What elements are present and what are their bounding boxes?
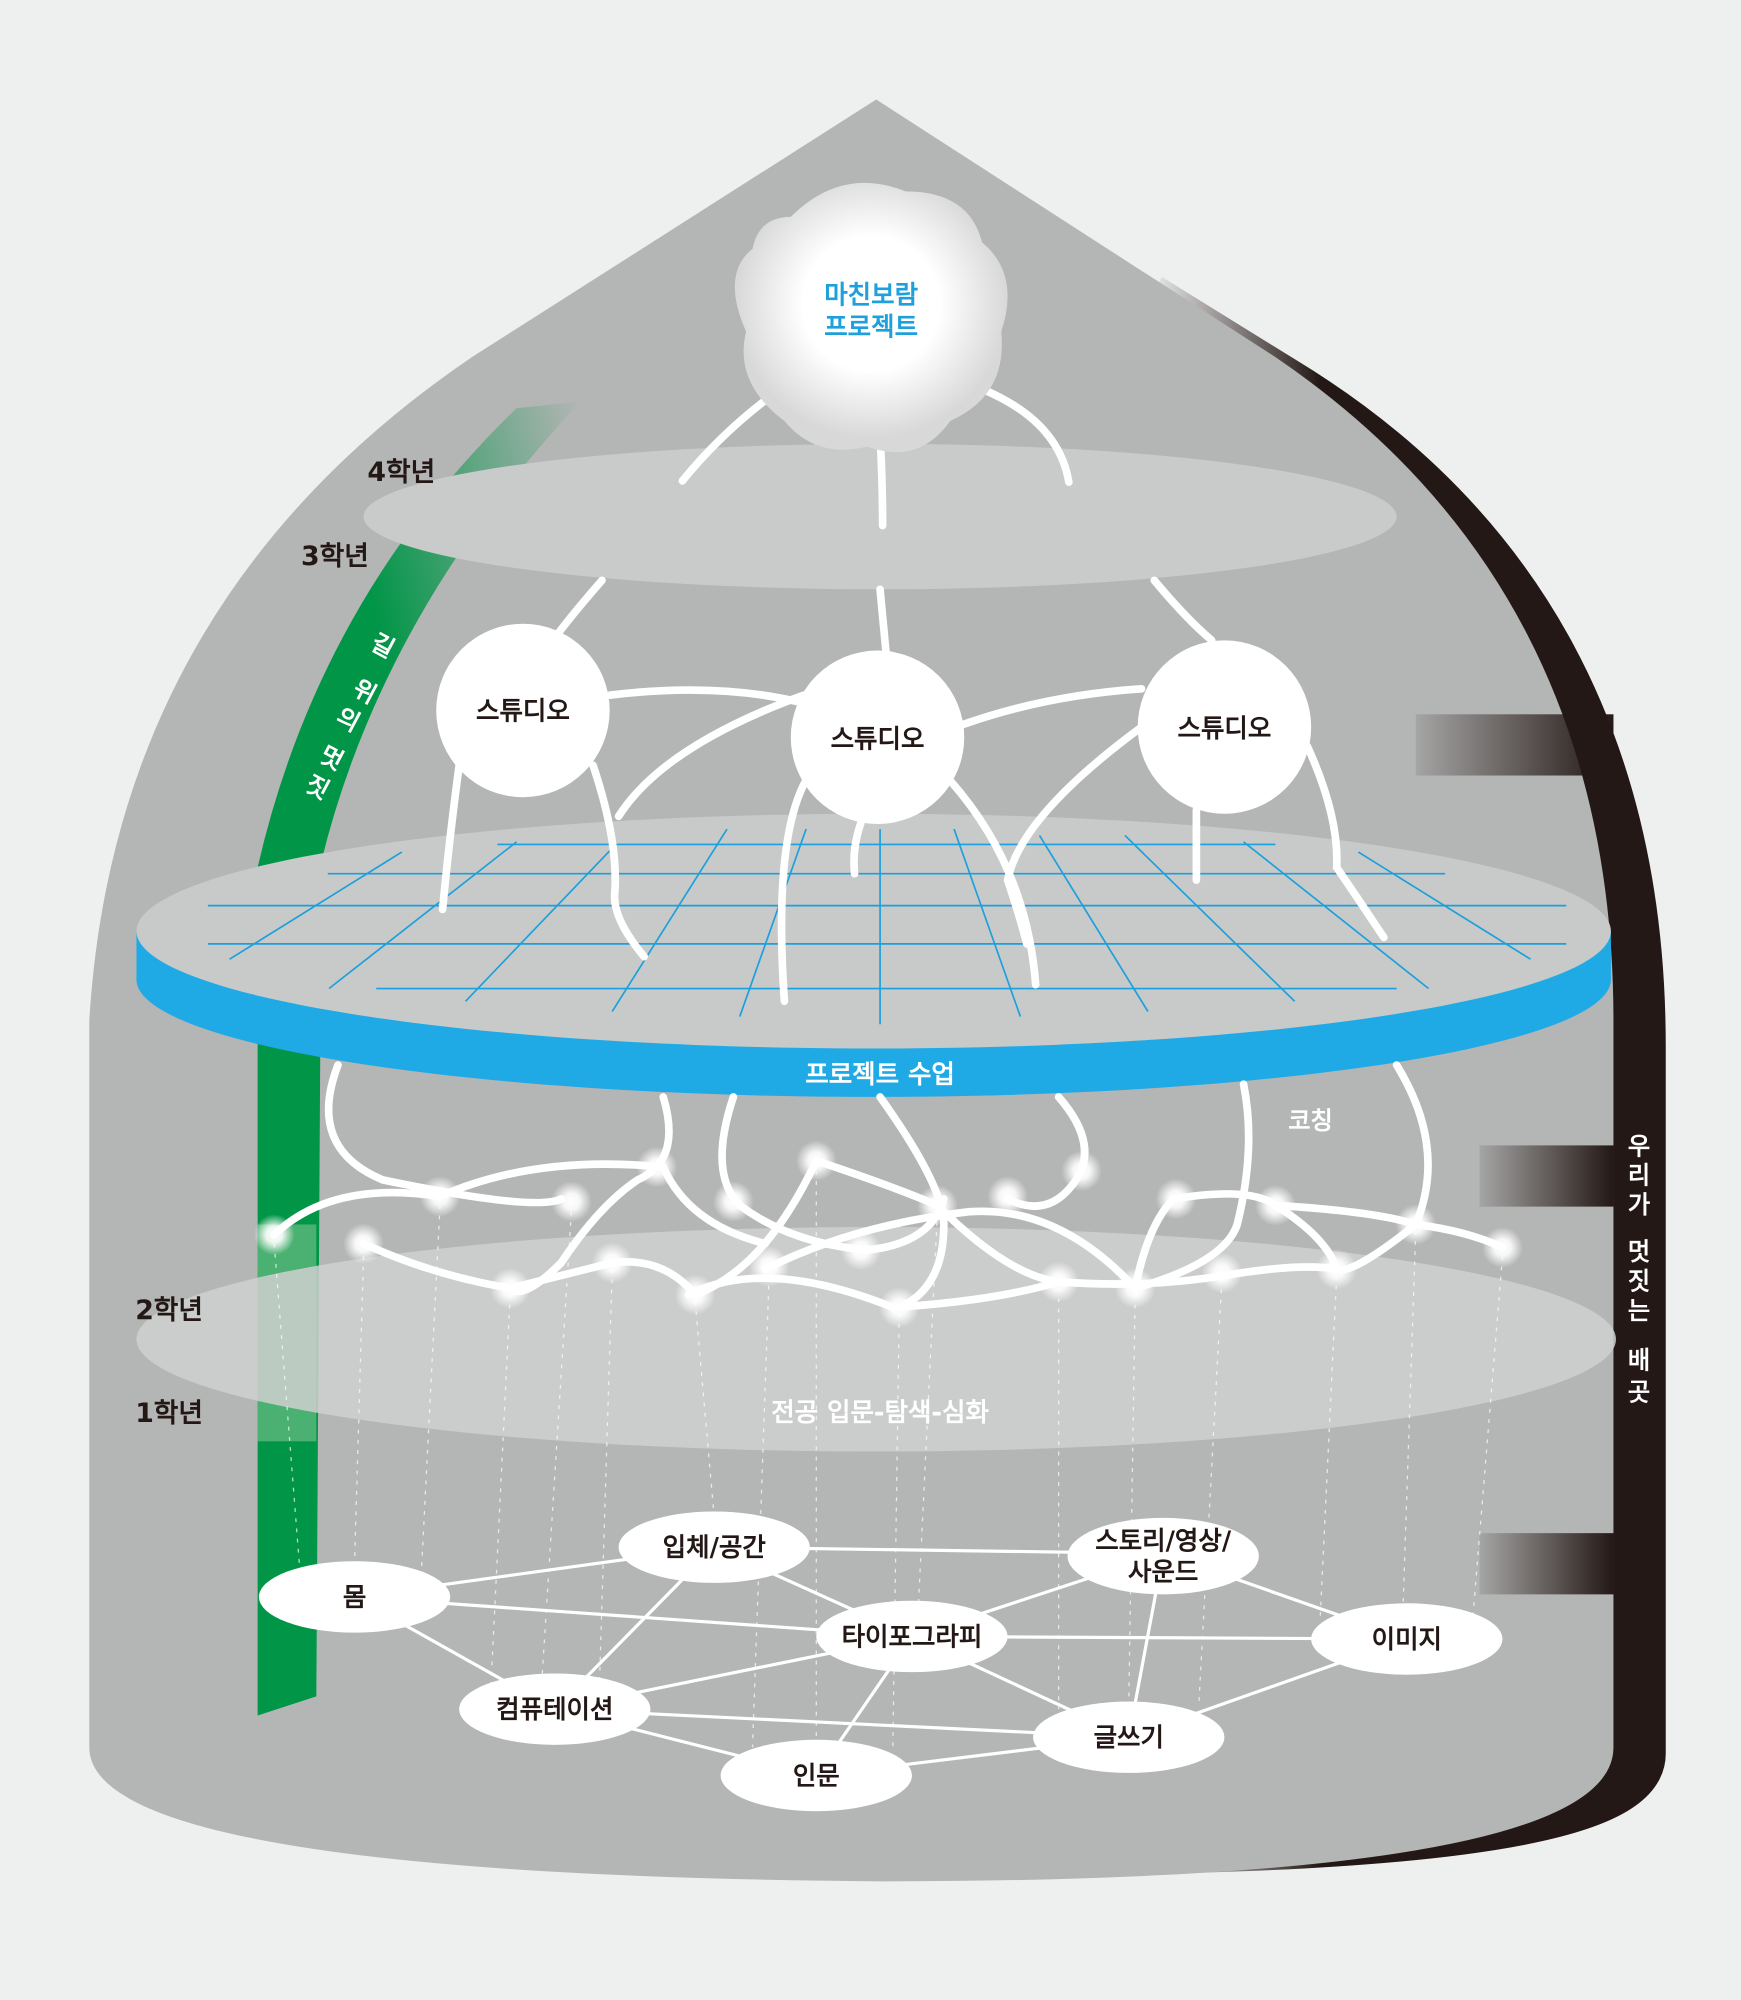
year-4-label: 4학년 bbox=[367, 457, 435, 488]
svg-text:리: 리 bbox=[1628, 1162, 1650, 1190]
capstone-title-1: 마친보람 bbox=[824, 281, 918, 311]
left-band bbox=[257, 401, 581, 1716]
svg-text:이미지: 이미지 bbox=[1372, 1625, 1442, 1655]
svg-text:스토리/영상/: 스토리/영상/ bbox=[1095, 1527, 1232, 1557]
svg-text:스튜디오: 스튜디오 bbox=[476, 696, 570, 726]
svg-text:가: 가 bbox=[1628, 1191, 1650, 1219]
major-stage-label: 전공 입문-탐색-심화 bbox=[771, 1398, 989, 1428]
dark-bar bbox=[1479, 1533, 1614, 1595]
studio-2: 스튜디오 bbox=[790, 650, 965, 824]
node-image: 이미지 bbox=[1311, 1603, 1503, 1675]
svg-text:우: 우 bbox=[1628, 1132, 1650, 1160]
project-class-label: 프로젝트 수업 bbox=[805, 1060, 955, 1090]
year-2-label: 2학년 bbox=[135, 1295, 203, 1326]
node-space: 입체/공간 bbox=[618, 1511, 810, 1583]
svg-text:는: 는 bbox=[1628, 1297, 1650, 1325]
svg-text:멋: 멋 bbox=[1628, 1238, 1650, 1266]
node-computation: 컴퓨테이션 bbox=[459, 1673, 651, 1745]
svg-text:입체/공간: 입체/공간 bbox=[663, 1533, 767, 1563]
glow-points bbox=[253, 1140, 1523, 1328]
node-typography: 타이포그라피 bbox=[816, 1600, 1008, 1673]
drop-lines bbox=[273, 1170, 1504, 1748]
svg-text:스튜디오: 스튜디오 bbox=[831, 724, 925, 754]
year-3-label: 3학년 bbox=[301, 541, 369, 572]
svg-text:타이포그라피: 타이포그라피 bbox=[842, 1622, 983, 1652]
svg-text:컴퓨테이션: 컴퓨테이션 bbox=[496, 1695, 613, 1725]
node-humanities: 인문 bbox=[720, 1739, 912, 1812]
year-1-label: 1학년 bbox=[135, 1398, 203, 1429]
svg-text:글쓰기: 글쓰기 bbox=[1094, 1723, 1164, 1753]
capstone-cloud bbox=[734, 182, 1008, 453]
coaching-label: 코칭 bbox=[1288, 1107, 1333, 1135]
studio-3: 스튜디오 bbox=[1137, 640, 1312, 814]
svg-text:몸: 몸 bbox=[343, 1583, 366, 1613]
node-story: 스토리/영상/사운드 bbox=[1067, 1517, 1259, 1595]
project-class-plate bbox=[136, 813, 1611, 1049]
dark-bar bbox=[1415, 714, 1614, 776]
svg-text:짓: 짓 bbox=[1628, 1268, 1650, 1296]
svg-text:곳: 곳 bbox=[1628, 1378, 1650, 1406]
studio-1: 스튜디오 bbox=[436, 623, 610, 798]
dark-bar bbox=[1479, 1145, 1614, 1207]
node-body: 몸 bbox=[258, 1561, 451, 1633]
svg-text:인문: 인문 bbox=[793, 1761, 840, 1791]
right-band-text: 우 리 가 멋 짓 는 배 곳 bbox=[1628, 1132, 1650, 1406]
node-writing: 글쓰기 bbox=[1033, 1701, 1225, 1773]
capstone-title-2: 프로젝트 bbox=[824, 312, 918, 342]
plate-grid bbox=[207, 828, 1567, 1025]
svg-text:사운드: 사운드 bbox=[1128, 1557, 1198, 1587]
svg-text:스튜디오: 스튜디오 bbox=[1178, 714, 1272, 744]
svg-text:배: 배 bbox=[1628, 1347, 1650, 1375]
